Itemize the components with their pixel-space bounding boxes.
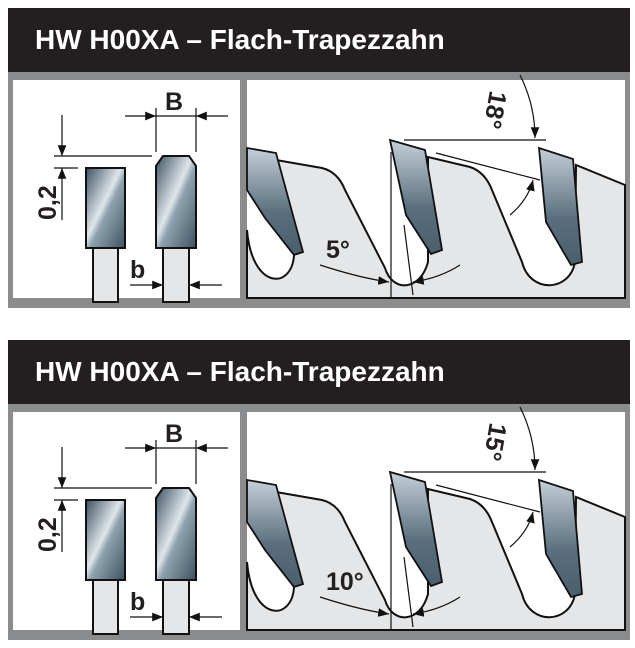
trapezoid-tooth-section	[155, 487, 197, 581]
rake-angle-label: 10°	[326, 568, 364, 596]
top-bevel-angle-label: 18°	[478, 89, 512, 131]
panel-title: HW H00XA – Flach-Trapezzahn	[8, 340, 630, 404]
dim-label-height: 0,2	[34, 517, 62, 552]
saw-blade-side-diagram: 15° 10°	[246, 406, 626, 631]
tooth-profile-panel: HW H00XA – Flach-Trapezzahn	[8, 340, 630, 640]
rake-angle-label: 5°	[326, 236, 350, 264]
panel-title: HW H00XA – Flach-Trapezzahn	[8, 8, 630, 72]
carbide-tooth	[537, 146, 583, 267]
dim-label-b: b	[130, 256, 145, 284]
flat-tooth-section	[85, 499, 126, 581]
carbide-tooth	[388, 138, 444, 256]
carbide-tooth	[388, 470, 444, 588]
tooth-profile-panel: HW H00XA – Flach-Trapezzahn	[8, 8, 630, 308]
tooth-cross-section-diagram: B b 0,2	[13, 412, 240, 635]
saw-blade-side-diagram: 18° 5°	[246, 74, 626, 299]
dim-label-B: B	[165, 88, 183, 116]
carbide-tooth	[246, 146, 305, 257]
dim-label-b: b	[130, 588, 145, 616]
carbide-tooth	[246, 478, 305, 589]
dim-label-height: 0,2	[34, 185, 62, 220]
top-bevel-angle-label: 15°	[478, 421, 512, 463]
carbide-tooth	[537, 478, 583, 599]
flat-tooth-section	[85, 167, 126, 249]
tooth-cross-section-diagram: B b 0,2	[13, 80, 240, 303]
dim-label-B: B	[165, 420, 183, 448]
trapezoid-tooth-section	[155, 155, 197, 249]
